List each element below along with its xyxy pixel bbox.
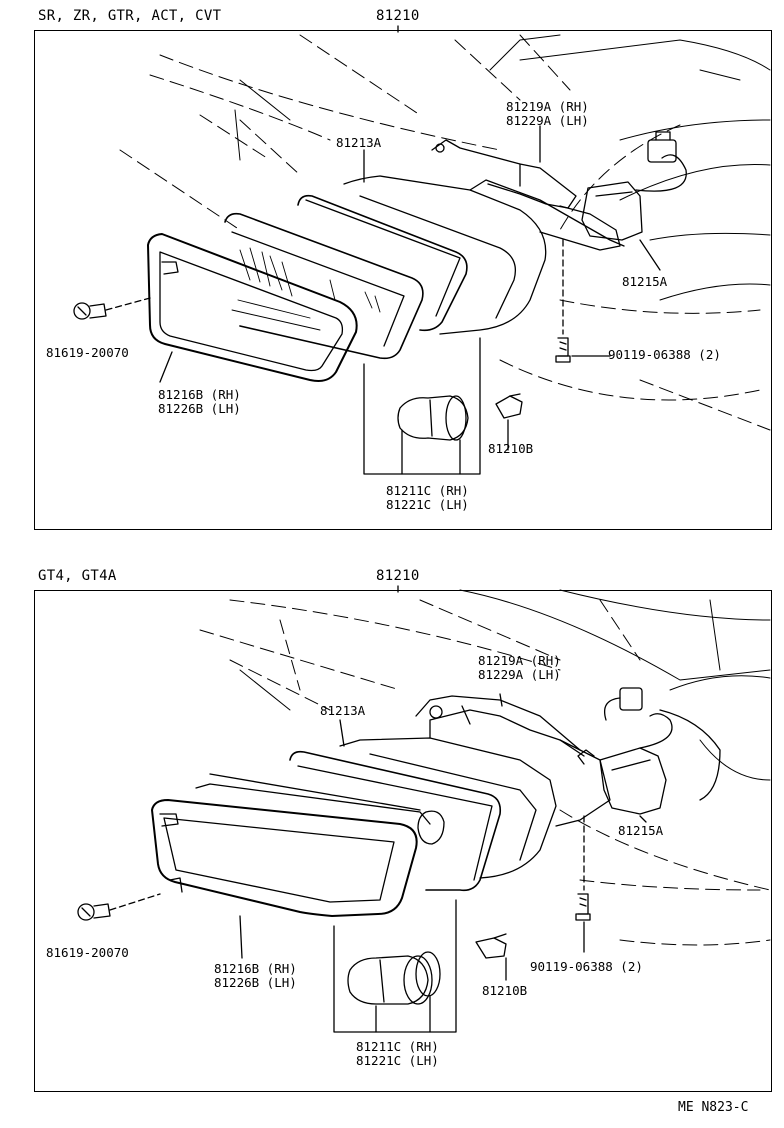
top-label-gasket: 81213A [336,135,382,150]
bottom-lens-rh: 81216B (RH) [214,961,297,976]
top-bracket-rh: 81219A (RH) [506,99,589,114]
top-lens-rh: 81216B (RH) [158,387,241,402]
top-bracket-lh: 81229A (LH) [506,113,589,128]
top-bulb-rh: 81211C (RH) [386,483,469,498]
bottom-label-small-bulb: 81210B [482,983,528,998]
top-bulb-lh: 81221C (LH) [386,497,469,512]
bottom-label-bulb: 81211C (RH) 81221C (LH) [356,1040,439,1068]
bottom-panel [34,590,772,1092]
top-label-bracket: 81219A (RH) 81229A (LH) [506,100,589,128]
bottom-exploded-view [0,560,784,1100]
top-label-screw: 81619-20070 [46,345,129,360]
bottom-bracket-lh: 81229A (LH) [478,667,561,682]
bottom-heading: GT4, GT4A [38,568,117,584]
footer-reference: ME N823-C [678,1100,749,1115]
bottom-label-socket: 81215A [618,823,664,838]
bottom-bulb-lh: 81221C (LH) [356,1053,439,1068]
bottom-label-bracket: 81219A (RH) 81229A (LH) [478,654,561,682]
bottom-lens-lh: 81226B (LH) [214,975,297,990]
top-label-bolt: 90119-06388 (2) [608,347,721,362]
top-heading: SR, ZR, GTR, ACT, CVT [38,8,222,24]
top-label-small-bulb: 81210B [488,441,534,456]
bottom-label-bolt: 90119-06388 (2) [530,959,643,974]
top-assembly-number: 81210 [376,8,420,24]
bottom-label-gasket: 81213A [320,703,366,718]
top-lens-lh: 81226B (LH) [158,401,241,416]
bottom-bulb-rh: 81211C (RH) [356,1039,439,1054]
top-label-lens: 81216B (RH) 81226B (LH) [158,388,241,416]
top-label-bulb: 81211C (RH) 81221C (LH) [386,484,469,512]
top-panel [34,30,772,530]
bottom-assembly-number: 81210 [376,568,420,584]
bottom-label-screw: 81619-20070 [46,945,129,960]
top-label-socket: 81215A [622,274,668,289]
top-exploded-view [0,0,784,540]
bottom-label-lens: 81216B (RH) 81226B (LH) [214,962,297,990]
bottom-bracket-rh: 81219A (RH) [478,653,561,668]
